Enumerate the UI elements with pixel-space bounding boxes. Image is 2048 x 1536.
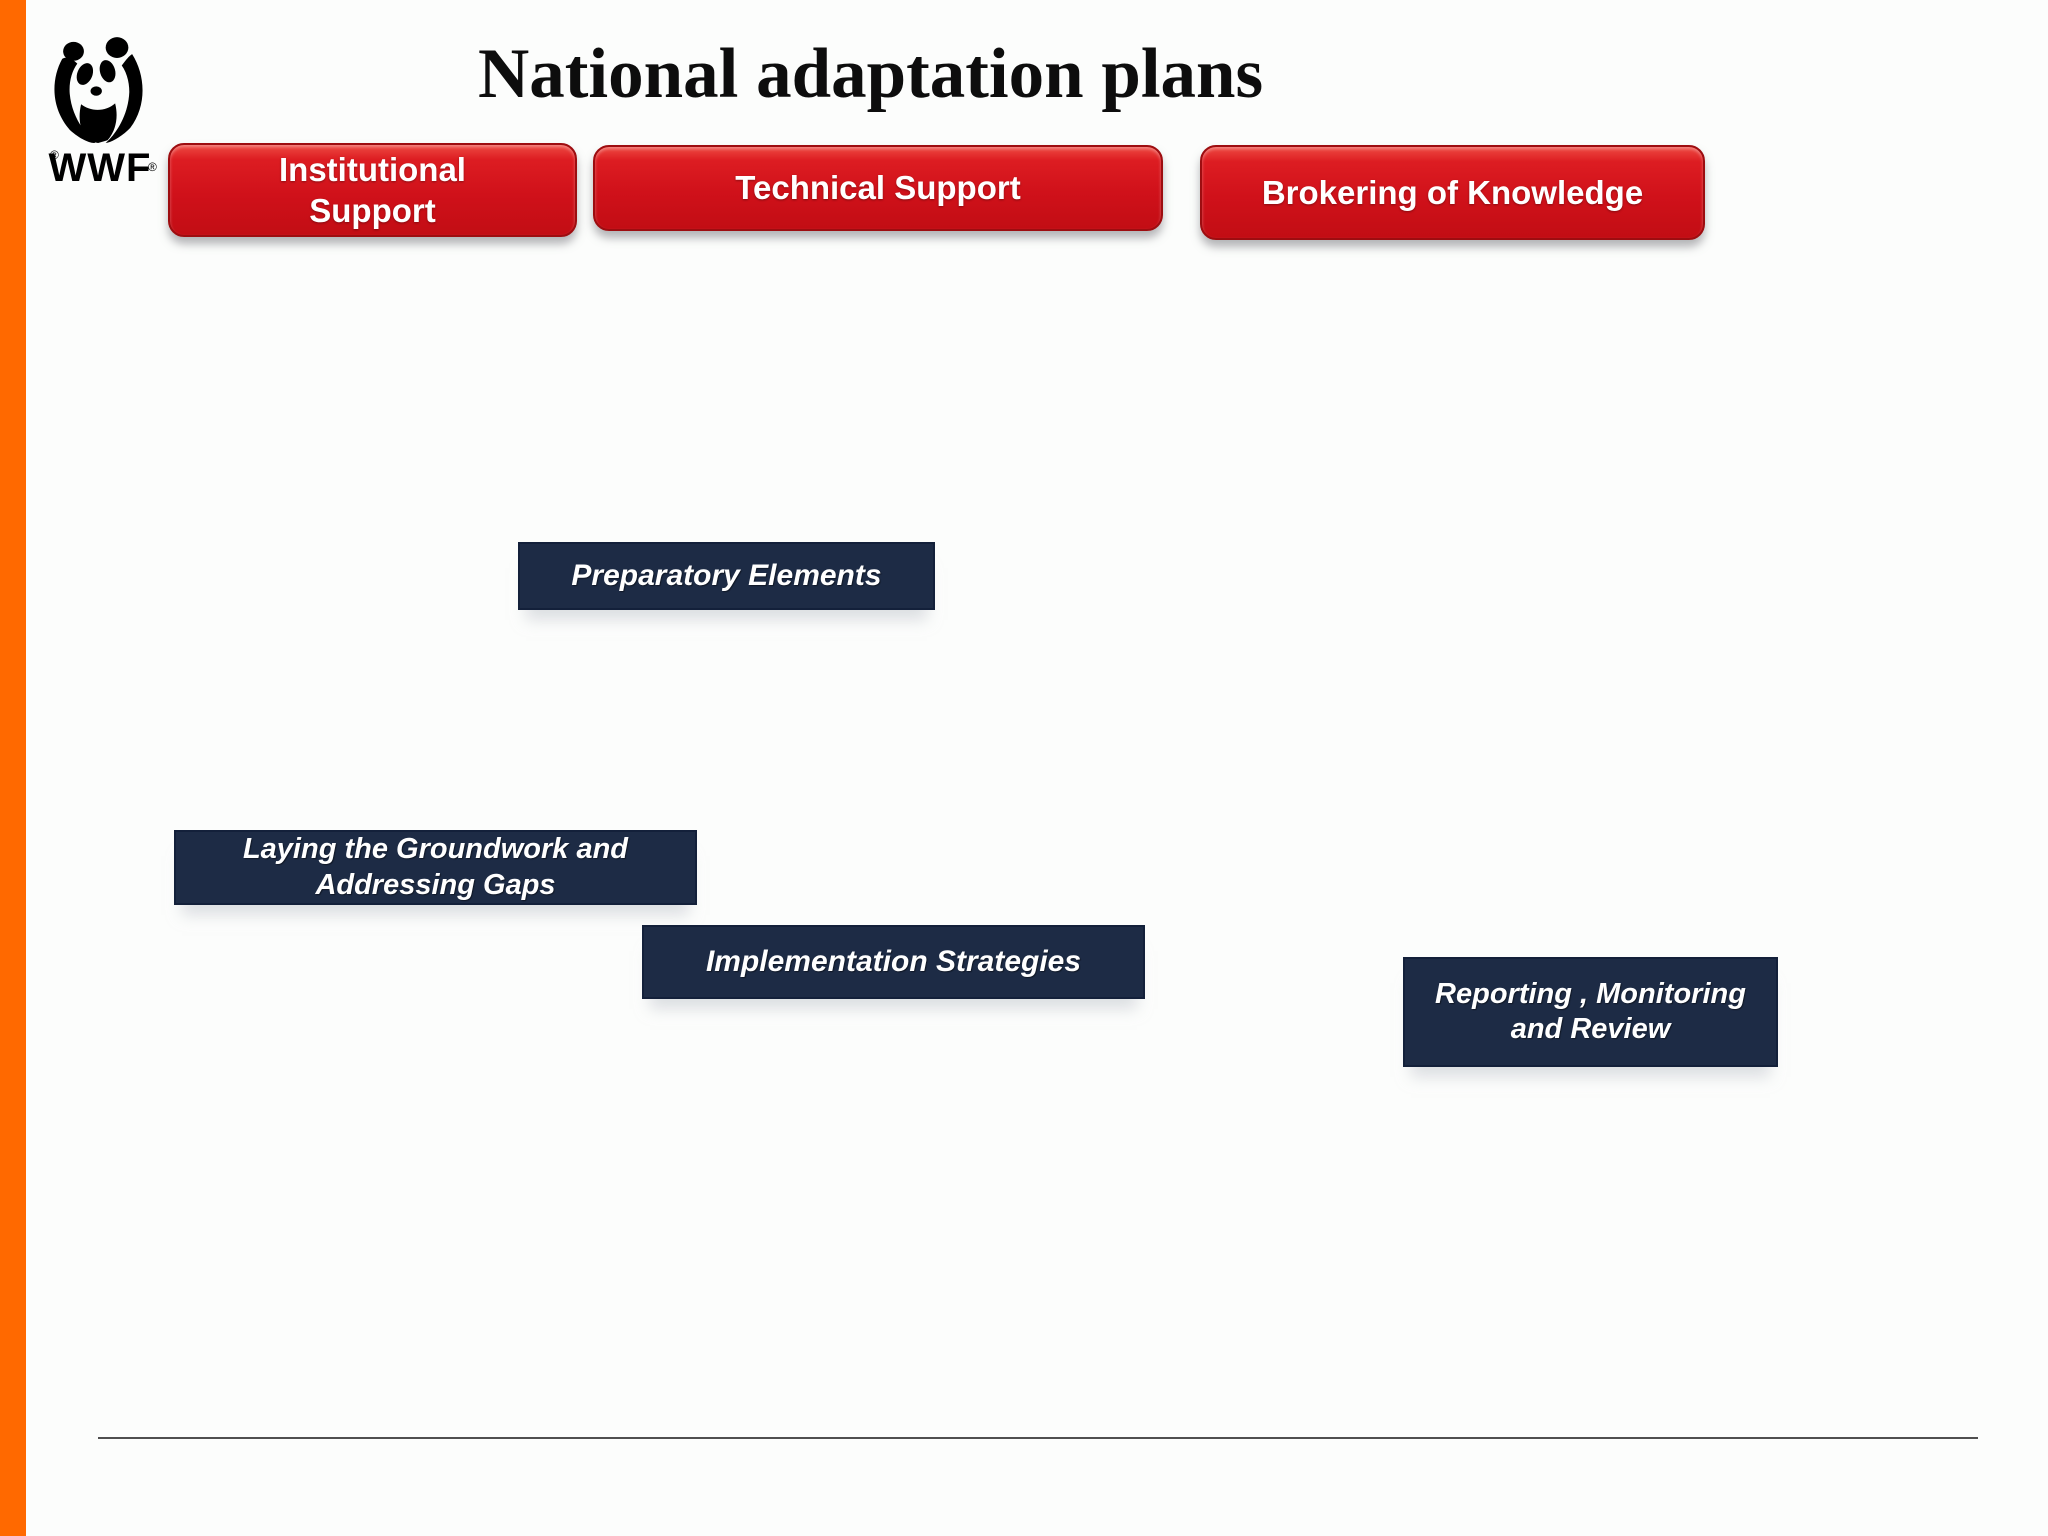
institutional-support-button[interactable]: Institutional Support [168, 143, 577, 237]
technical-support-button[interactable]: Technical Support [593, 145, 1163, 231]
page-title: National adaptation plans [478, 35, 1264, 113]
panda-icon [54, 37, 143, 144]
orange-edge-bar [0, 0, 26, 1536]
registered-mark: ® [148, 160, 157, 174]
implementation-strategies-box: Implementation Strategies [642, 925, 1145, 999]
footer-divider-line [98, 1437, 1978, 1439]
preparatory-elements-box: Preparatory Elements [518, 542, 935, 610]
laying-groundwork-box: Laying the Groundwork and Addressing Gap… [174, 830, 697, 905]
reporting-monitoring-review-box: Reporting , Monitoring and Review [1403, 957, 1778, 1067]
wwf-wordmark: WWF [48, 146, 152, 190]
registered-mark: ® [50, 148, 59, 162]
brokering-of-knowledge-button[interactable]: Brokering of Knowledge [1200, 145, 1705, 240]
wwf-logo: ® ® WWF [44, 36, 157, 190]
